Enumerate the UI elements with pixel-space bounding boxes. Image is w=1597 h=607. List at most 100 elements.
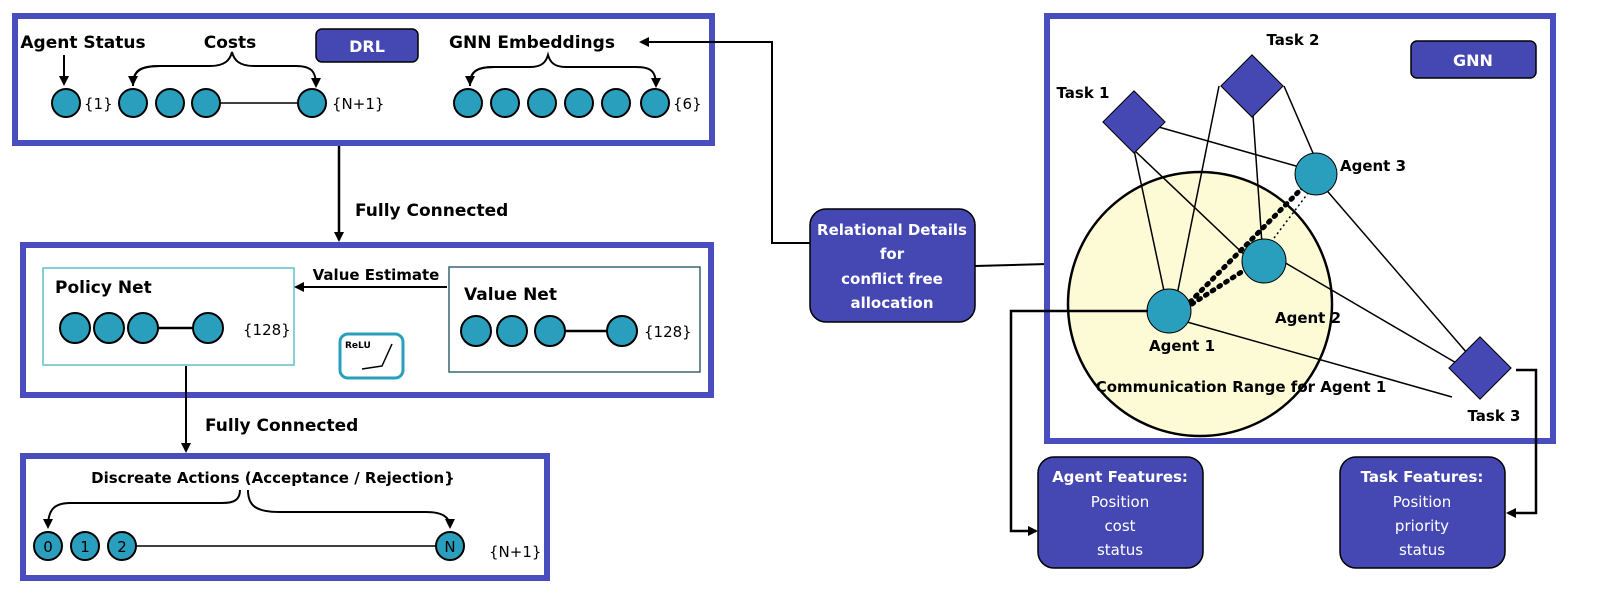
agent-feature-item: cost: [1104, 517, 1135, 535]
value-net-title: Value Net: [464, 285, 557, 305]
relu-icon: [338, 332, 405, 380]
costs-set: {N+1}: [332, 95, 384, 113]
gnn-tag-label: GNN: [1453, 51, 1493, 70]
task3-to-task-features-arrow: [1506, 368, 1538, 518]
cost-node: [191, 88, 221, 118]
action-label: N: [444, 538, 455, 556]
agent-status-node: [51, 88, 81, 118]
gnn-embeddings-label: GNN Embeddings: [449, 33, 615, 53]
relational-details-line: allocation: [850, 294, 933, 312]
task-feature-item: priority: [1395, 517, 1449, 535]
agent3-node: [1294, 152, 1338, 196]
value-node: [606, 315, 638, 347]
agent-feature-item: Position: [1091, 493, 1149, 511]
drl-tag: [315, 28, 419, 63]
agent-features-frame: [1037, 456, 1204, 569]
task-features-box: Task Features: Position priority status: [1339, 456, 1506, 569]
agent-status-label: Agent Status: [20, 33, 145, 53]
actions-brace-left: [43, 489, 241, 529]
agent1-agent3-dotted: [1187, 169, 1321, 305]
gnn-embeddings-set: {6}: [673, 95, 702, 113]
task2-label: Task 2: [1267, 31, 1320, 49]
relu-curve: [361, 343, 393, 370]
gnn-panel: GNN Task 1 Task 2 Task 3 Agent 3 Agen: [1044, 13, 1556, 444]
gnn-embedding-node: [490, 88, 520, 118]
relational-details-line: conflict free: [841, 270, 943, 288]
relational-details-box: Relational Details for conflict free all…: [809, 208, 976, 323]
actions-brace-right: [247, 489, 455, 529]
task1-label: Task 1: [1057, 84, 1110, 102]
relational-details-line: Relational Details: [817, 221, 967, 239]
action-node: [435, 531, 465, 561]
gnn-brace-left-tip: [465, 66, 495, 86]
drl-tag-label: DRL: [349, 37, 385, 56]
policy-node: [127, 312, 159, 344]
policy-net-set: {128}: [243, 321, 291, 339]
gnn-embedding-node: [527, 88, 557, 118]
policy-net-box: [42, 267, 295, 366]
relu-label: ReLU: [345, 341, 371, 351]
agent2-label: Agent 2: [1275, 309, 1341, 327]
agent1-to-agent-features-arrow: [1009, 309, 1148, 536]
task3-label: Task 3: [1468, 407, 1521, 425]
task2-node: [1220, 54, 1284, 118]
communication-range: [1066, 170, 1334, 438]
actions-title: Discreate Actions (Acceptance / Rejectio…: [91, 469, 455, 487]
actions-frame: [20, 453, 550, 581]
agent-features-title: Agent Features:: [1052, 468, 1188, 486]
action-label: 0: [43, 538, 53, 556]
agent-status-set: {1}: [84, 95, 113, 113]
action-node: [33, 531, 63, 561]
cost-node: [155, 88, 185, 118]
action-node: [107, 531, 137, 561]
actions-set: {N+1}: [489, 543, 541, 561]
relational-to-gnn-embeddings-arrow: [639, 37, 810, 244]
agent1-label: Agent 1: [1149, 337, 1215, 355]
graph-edges: [1133, 85, 1481, 398]
task-feature-item: status: [1399, 541, 1445, 559]
action-label: 2: [117, 538, 127, 556]
communication-range-label: Communication Range for Agent 1: [1096, 378, 1387, 396]
task3-node: [1448, 336, 1512, 400]
task-feature-item: Position: [1393, 493, 1451, 511]
networks-panel: Policy Net {128} ReLU Value Net {128} Va…: [20, 242, 714, 398]
relational-details-frame: [809, 208, 976, 323]
gnn-embedding-node: [564, 88, 594, 118]
task-features-title: Task Features:: [1361, 468, 1484, 486]
costs-brace-left-tip: [128, 65, 161, 86]
gnn-to-relational-line: [974, 263, 1048, 267]
agent1-node: [1146, 288, 1192, 334]
value-node: [496, 315, 528, 347]
gnn-tag: [1410, 40, 1537, 79]
policy-node: [192, 312, 224, 344]
drl-input-panel: Agent Status Costs DRL GNN Embeddings {1…: [12, 13, 715, 146]
cost-node: [118, 88, 148, 118]
value-estimate-label: Value Estimate: [313, 266, 440, 284]
value-node: [534, 315, 566, 347]
agent2-node: [1241, 238, 1287, 284]
policy-node: [93, 312, 125, 344]
task1-node: [1102, 90, 1166, 154]
value-net-set: {128}: [644, 323, 692, 341]
fc-top-label: Fully Connected: [355, 201, 508, 221]
gnn-embedding-node: [601, 88, 631, 118]
task-features-frame: [1339, 456, 1506, 569]
gnn-embedding-node: [453, 88, 483, 118]
fc-bottom-label: Fully Connected: [205, 416, 358, 436]
policy-net-title: Policy Net: [55, 278, 152, 298]
policy-node: [59, 312, 91, 344]
actions-panel: Discreate Actions (Acceptance / Rejectio…: [20, 453, 550, 581]
action-label: 1: [80, 538, 90, 556]
agent-feature-item: status: [1097, 541, 1143, 559]
value-node: [460, 315, 492, 347]
action-node: [70, 531, 100, 561]
gnn-embedding-node: [640, 88, 670, 118]
value-net-box: [448, 266, 701, 373]
agent2-agent3-dotted: [1267, 179, 1319, 247]
relational-details-line: for: [880, 245, 905, 263]
agent3-label: Agent 3: [1340, 157, 1406, 175]
agent-features-box: Agent Features: Position cost status: [1037, 456, 1204, 569]
cost-node: [297, 88, 327, 118]
costs-label: Costs: [204, 33, 257, 53]
